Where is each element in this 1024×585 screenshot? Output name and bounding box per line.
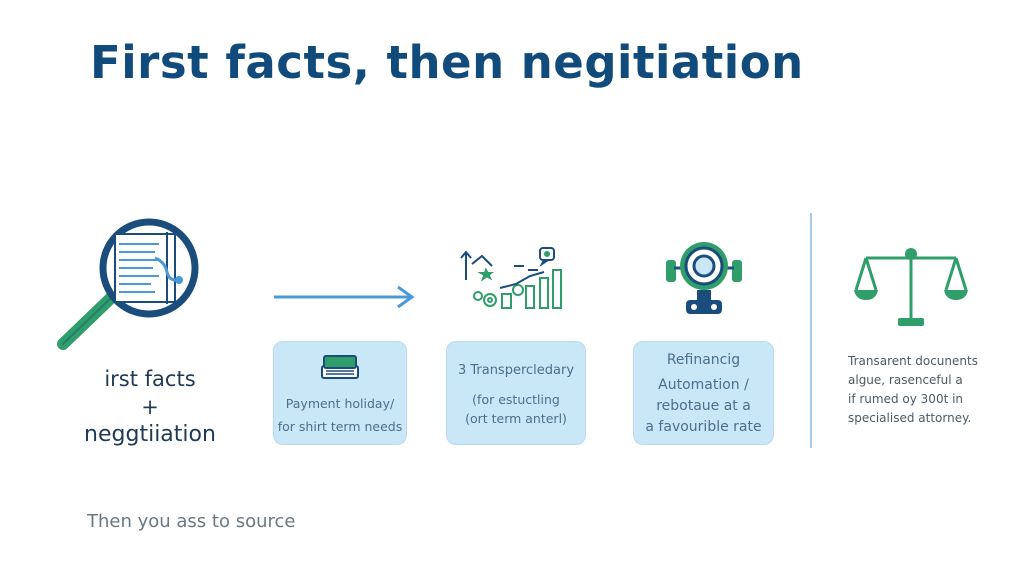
left-label-line: + — [141, 395, 159, 419]
balance-scale-icon — [854, 248, 968, 326]
right-line: if rumed oy 300t in — [848, 392, 964, 406]
card-refinancing: Refinancig Automation / rebotaue at a a … — [633, 341, 774, 445]
footer-text: Then you ass to source — [87, 511, 296, 532]
card-line: Automation / — [658, 377, 749, 393]
magnifier-document-icon — [57, 218, 199, 350]
vertical-divider — [810, 213, 812, 448]
right-line: algue, rasenceful a — [848, 373, 963, 387]
card-transpercledary: 3 Transpercledary (for estuctling (ort t… — [446, 341, 586, 445]
card-line: a favourible rate — [645, 419, 762, 435]
card-line: Refinancig — [666, 352, 741, 368]
growth-chart-icon — [460, 247, 562, 309]
gear-robot-icon — [666, 242, 742, 314]
right-description: Transarent docunents algue, rasenceful a… — [848, 352, 1018, 428]
card-line: 3 Transpercledary — [457, 363, 575, 378]
card-line: rebotaue at a — [656, 398, 751, 414]
card-line: Payment holiday/ — [285, 396, 395, 411]
card-line: (for estuctling — [472, 392, 560, 407]
left-label-line: neggtiiation — [84, 422, 216, 447]
card-payment-holiday: Payment holiday/ for shirt term needs — [273, 341, 407, 445]
left-label-line: irst facts — [104, 367, 196, 391]
right-line: Transarent docunents — [848, 354, 978, 368]
right-line: specialised attorney. — [848, 411, 972, 425]
card-line: (ort term anterl) — [465, 411, 567, 426]
card-line: for shirt term needs — [277, 419, 403, 434]
page-title: First facts, then negitiation — [90, 36, 804, 89]
book-stack-icon — [321, 355, 359, 379]
right-arrow-icon — [274, 285, 415, 309]
left-label: irst facts + neggtiiation — [60, 365, 240, 449]
